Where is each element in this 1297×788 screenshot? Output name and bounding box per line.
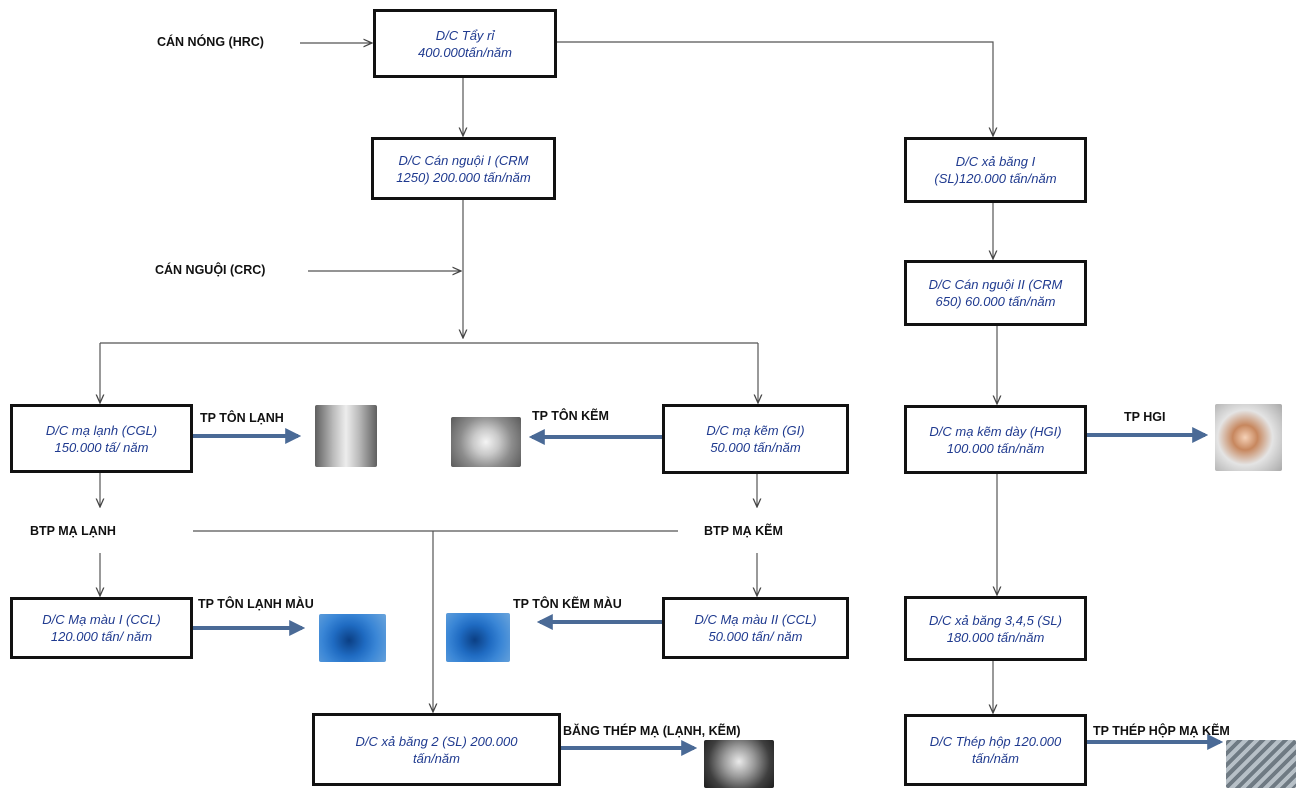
steel-strip-coil-icon bbox=[704, 740, 774, 788]
node-xa-bang-345: D/C xả băng 3,4,5 (SL)180.000 tấn/năm bbox=[904, 596, 1087, 661]
label-tp-ton-kem: TP TÔN KẼM bbox=[532, 409, 609, 423]
label-tp-hgi: TP HGI bbox=[1124, 410, 1166, 424]
label-tp-ton-lanh-mau: TP TÔN LẠNH MÀU bbox=[198, 597, 314, 611]
steel-coil-silver-icon bbox=[315, 405, 377, 467]
label-can-nguoi: CÁN NGUỘI (CRC) bbox=[155, 263, 266, 277]
label-tp-ton-lanh: TP TÔN LẠNH bbox=[200, 411, 284, 425]
node-xa-bang-1: D/C xả băng I(SL)120.000 tấn/năm bbox=[904, 137, 1087, 203]
label-btp-ma-kem: BTP MẠ KẼM bbox=[704, 524, 783, 538]
steel-coil-hgi-icon bbox=[1215, 404, 1282, 471]
steel-coil-galvanized-icon bbox=[451, 417, 521, 467]
label-tp-thep-hop: TP THÉP HỘP MẠ KẼM bbox=[1093, 724, 1230, 738]
label-tp-ton-kem-mau: TP TÔN KẼM MÀU bbox=[513, 597, 622, 611]
steel-coil-blue-icon bbox=[446, 613, 510, 662]
node-ma-kem: D/C mạ kẽm (GI)50.000 tấn/năm bbox=[662, 404, 849, 474]
node-ma-kem-day: D/C mạ kẽm dày (HGI)100.000 tấn/năm bbox=[904, 405, 1087, 474]
edge-tayri-xabang1 bbox=[556, 41, 993, 136]
node-ma-lanh: D/C mạ lạnh (CGL)150.000 tấ/ năm bbox=[10, 404, 193, 473]
node-ma-mau-1: D/C Mạ màu I (CCL)120.000 tấn/ năm bbox=[10, 597, 193, 659]
steel-box-section-icon bbox=[1226, 740, 1296, 788]
label-btp-ma-lanh: BTP MẠ LẠNH bbox=[30, 524, 116, 538]
node-ma-mau-2: D/C Mạ màu II (CCL)50.000 tấn/ năm bbox=[662, 597, 849, 659]
steel-coil-blue-icon bbox=[319, 614, 386, 662]
label-bang-thep-ma: BĂNG THÉP MẠ (LẠNH, KẼM) bbox=[563, 724, 741, 738]
label-can-nong: CÁN NÓNG (HRC) bbox=[157, 35, 264, 49]
